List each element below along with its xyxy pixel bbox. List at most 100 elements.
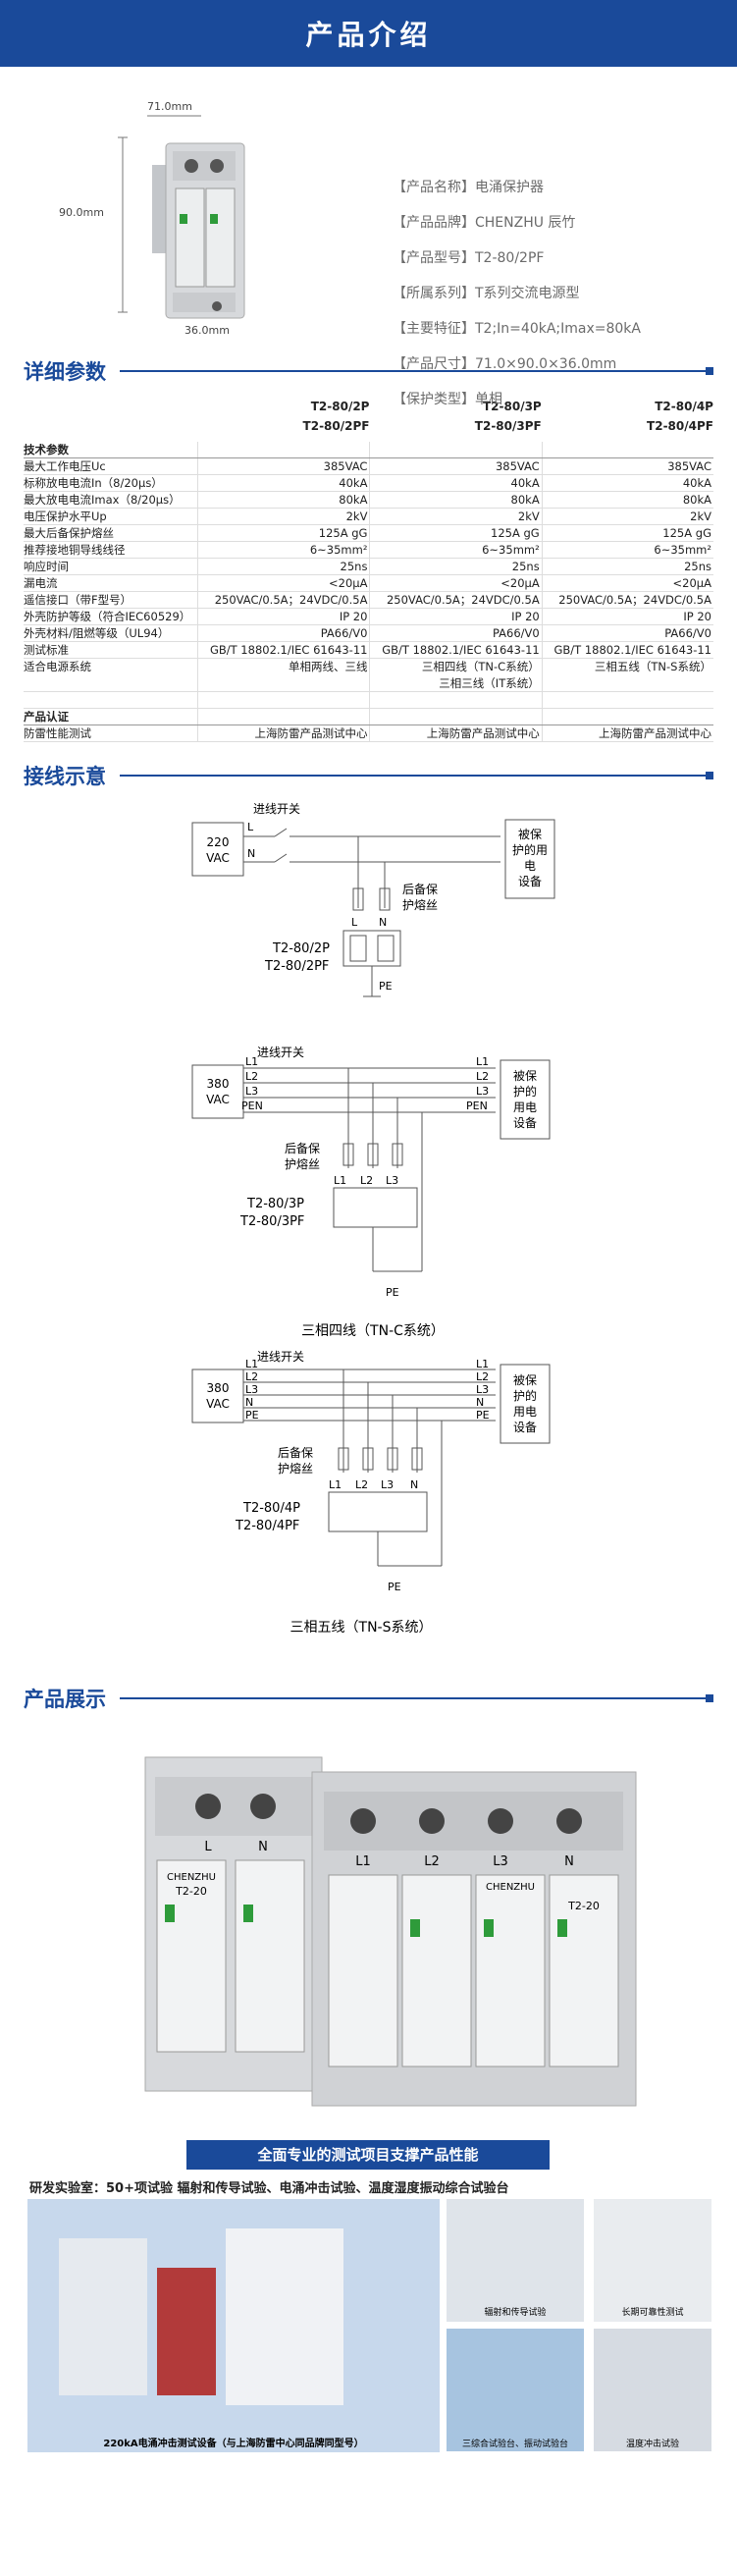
param-value: 上海防雷产品测试中心	[541, 725, 713, 741]
svg-text:N: N	[379, 916, 387, 929]
param-row: 适合电源系统单相两线、三线三相四线（TN-C系统）三相三线（IT系统）三相五线（…	[24, 659, 713, 692]
param-label: 最大放电电流Imax（8/20μs）	[24, 493, 181, 507]
svg-text:用电: 用电	[513, 1405, 537, 1419]
param-value: IP 20	[541, 609, 713, 624]
showcase-section-title: 产品展示	[24, 1679, 713, 1718]
product-showcase: L N CHENZHU T2-20 L1 L2 L3 N CHENZHU T2-…	[0, 1718, 737, 2140]
svg-text:CHENZHU: CHENZHU	[486, 1882, 535, 1893]
svg-text:N: N	[410, 1478, 418, 1491]
svg-text:三相四线（TN-C系统）: 三相四线（TN-C系统）	[301, 1323, 445, 1339]
dim-depth: 36.0mm	[184, 324, 230, 337]
param-value: 250VAC/0.5A；24VDC/0.5A	[197, 592, 369, 608]
product-photo: L N CHENZHU T2-20 L1 L2 L3 N CHENZHU T2-…	[144, 1756, 637, 2107]
svg-text:护熔丝: 护熔丝	[285, 1156, 320, 1171]
param-label: 标称放电电流In（8/20μs）	[24, 476, 163, 490]
param-value	[369, 692, 541, 708]
svg-text:设备: 设备	[513, 1116, 537, 1130]
dim-height: 90.0mm	[59, 206, 104, 219]
svg-text:L2: L2	[245, 1370, 258, 1383]
param-label: 外壳材料/阻燃等级（UL94）	[24, 626, 170, 640]
param-value: 25ns	[541, 559, 713, 574]
info-feature: 【主要特征】T2;In=40kA;Imax=80kA	[393, 321, 641, 337]
param-value: 250VAC/0.5A；24VDC/0.5A	[369, 592, 541, 608]
param-value: 6~35mm²	[541, 542, 713, 558]
param-label: 外壳防护等级（符合IEC60529）	[24, 610, 191, 623]
param-value: <20μA	[369, 575, 541, 591]
param-row: 防雷性能测试上海防雷产品测试中心上海防雷产品测试中心上海防雷产品测试中心	[24, 725, 713, 742]
param-value: PA66/V0	[369, 625, 541, 641]
param-value	[369, 709, 541, 724]
param-value: 40kA	[541, 475, 713, 491]
svg-text:T2-80/4P: T2-80/4P	[242, 1501, 300, 1516]
svg-text:T2-80/3PF: T2-80/3PF	[239, 1214, 304, 1229]
svg-text:护的: 护的	[513, 1084, 537, 1099]
page-banner: 产品介绍	[0, 0, 737, 67]
wiring-section-title: 接线示意	[24, 756, 713, 795]
param-value: 上海防雷产品测试中心	[369, 725, 541, 741]
svg-text:被保: 被保	[518, 828, 542, 841]
param-label: 漏电流	[24, 576, 58, 590]
param-value: 385VAC	[197, 458, 369, 474]
param-label: 技术参数	[24, 443, 69, 456]
info-model: 【产品型号】T2-80/2PF	[393, 250, 545, 266]
device-dimension-drawing	[118, 115, 245, 319]
svg-text:被保: 被保	[513, 1069, 537, 1083]
param-value: 250VAC/0.5A；24VDC/0.5A	[541, 592, 713, 608]
params-section-title: 详细参数	[24, 351, 713, 391]
svg-text:后备保: 后备保	[278, 1446, 313, 1460]
param-value: 125A gG	[369, 525, 541, 541]
param-label: 防雷性能测试	[24, 726, 91, 740]
svg-text:进线开关: 进线开关	[257, 1046, 304, 1059]
param-value	[197, 709, 369, 724]
svg-text:三综合试验台、振动试验台: 三综合试验台、振动试验台	[462, 2438, 568, 2449]
svg-text:VAC: VAC	[206, 1397, 230, 1411]
svg-text:L3: L3	[476, 1383, 489, 1396]
param-value	[541, 442, 713, 457]
svg-text:护的: 护的	[513, 1388, 537, 1403]
svg-text:L2: L2	[476, 1070, 489, 1083]
param-value: 125A gG	[197, 525, 369, 541]
param-value: 80kA	[541, 492, 713, 508]
svg-text:L: L	[204, 1840, 212, 1854]
svg-text:CHENZHU: CHENZHU	[167, 1872, 216, 1883]
param-label: 测试标准	[24, 643, 69, 657]
svg-text:380: 380	[207, 1077, 230, 1091]
param-label: 最大后备保护熔丝	[24, 526, 114, 540]
svg-text:L1: L1	[245, 1055, 258, 1068]
param-value	[197, 442, 369, 457]
info-type: 【保护类型】单相	[393, 392, 502, 407]
param-value: PA66/V0	[197, 625, 369, 641]
d1-switch-label: 进线开关	[253, 802, 300, 816]
param-value: 2kV	[541, 509, 713, 524]
svg-text:T2-80/4PF: T2-80/4PF	[235, 1519, 299, 1533]
svg-text:220kA电涌冲击测试设备（与上海防雷中心同品牌同型号）: 220kA电涌冲击测试设备（与上海防雷中心同品牌同型号）	[103, 2437, 363, 2449]
param-value: 2kV	[369, 509, 541, 524]
svg-text:L3: L3	[245, 1383, 258, 1396]
param-row: 技术参数	[24, 442, 713, 458]
param-label: 响应时间	[24, 560, 69, 573]
svg-text:N: N	[245, 1396, 253, 1409]
d1-source-1: 220	[207, 835, 230, 849]
param-value: 385VAC	[541, 458, 713, 474]
param-value	[541, 692, 713, 708]
lab-section: 全面专业的测试项目支撑产品性能 研发实验室：50+项试验 辐射和传导试验、电涌冲…	[0, 2140, 737, 2464]
svg-text:长期可靠性测试: 长期可靠性测试	[621, 2306, 683, 2318]
param-value: GB/T 18802.1/IEC 61643-11	[541, 642, 713, 658]
svg-text:L: L	[247, 821, 254, 833]
svg-text:T2-20: T2-20	[175, 1885, 207, 1898]
svg-text:N: N	[258, 1840, 268, 1854]
svg-text:L2: L2	[245, 1070, 258, 1083]
param-row: 产品认证	[24, 709, 713, 725]
